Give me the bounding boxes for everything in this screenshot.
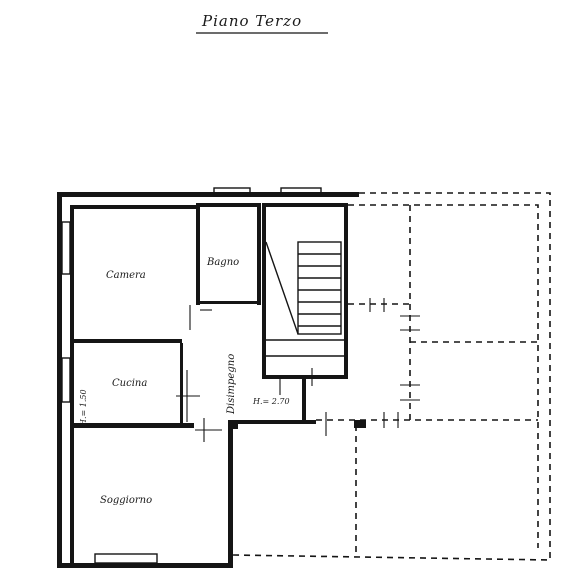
pillar-right: [354, 420, 366, 428]
room-label-bagno: Bagno: [206, 257, 239, 268]
apartment-walls: [57, 192, 359, 568]
room-label-soggiorno: Soggiorno: [100, 495, 152, 506]
door-ticks: [176, 298, 420, 442]
room-label-disimpegno: Disimpegno: [226, 354, 237, 415]
adjacent-dashed-area: [232, 192, 551, 561]
height-label-cucina: H.= 1.50: [79, 389, 88, 427]
room-label-camera: Camera: [106, 270, 146, 281]
height-label-stair: H.= 2.70: [252, 397, 290, 406]
plan-title: Piano Terzo: [201, 12, 302, 30]
windows: [61, 187, 322, 564]
room-label-cucina: Cucina: [112, 378, 147, 389]
staircase: [265, 241, 344, 357]
pillar-left: [228, 421, 238, 429]
